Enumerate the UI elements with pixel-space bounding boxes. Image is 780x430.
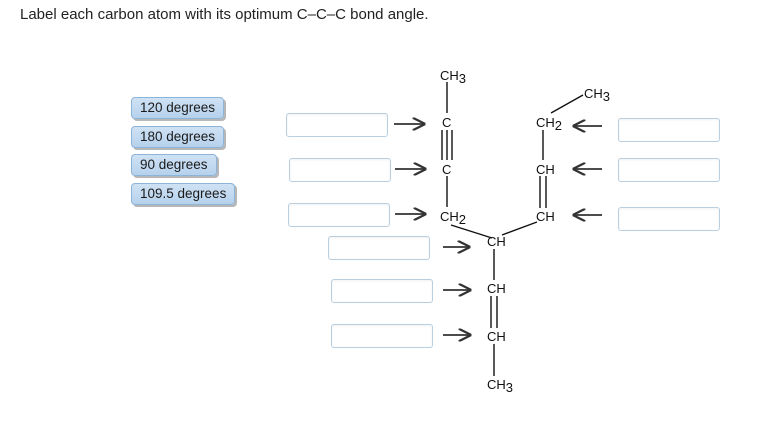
drop-target-ch-right-2[interactable] xyxy=(618,207,720,231)
drop-target-c-triple-2[interactable] xyxy=(289,158,391,182)
atom-c-triple-1: C xyxy=(442,115,451,130)
atom-ch3-top-left: CH3 xyxy=(440,68,466,86)
drop-target-ch2-left[interactable] xyxy=(288,203,390,227)
drop-target-ch-branch[interactable] xyxy=(328,236,430,260)
atom-ch-right-1: CH xyxy=(536,162,555,177)
question-prompt: Label each carbon atom with its optimum … xyxy=(20,6,429,23)
answer-chip-180-degrees[interactable]: 180 degrees xyxy=(131,126,225,148)
drop-target-c-triple-1[interactable] xyxy=(286,113,388,137)
drop-target-ch-lower-2[interactable] xyxy=(331,324,433,348)
atom-ch-right-2: CH xyxy=(536,209,555,224)
atom-ch-lower-2: CH xyxy=(487,329,506,344)
atom-ch2-left: CH2 xyxy=(440,209,466,227)
answer-chip-109-5-degrees[interactable]: 109.5 degrees xyxy=(131,183,236,205)
atom-ch2-right: CH2 xyxy=(536,115,562,133)
atom-c-triple-2: C xyxy=(442,162,451,177)
answer-chip-120-degrees[interactable]: 120 degrees xyxy=(131,97,225,119)
atom-ch3-bottom: CH3 xyxy=(487,377,513,395)
atom-ch-branch: CH xyxy=(487,234,506,249)
drop-target-ch-right-1[interactable] xyxy=(618,158,720,182)
atom-ch3-top-right: CH3 xyxy=(584,86,610,104)
drop-target-ch-lower-1[interactable] xyxy=(331,279,433,303)
drop-target-ch2-right[interactable] xyxy=(618,118,720,142)
atom-ch-lower-1: CH xyxy=(487,281,506,296)
answer-chip-90-degrees[interactable]: 90 degrees xyxy=(131,154,217,176)
bond-lines xyxy=(441,82,584,376)
